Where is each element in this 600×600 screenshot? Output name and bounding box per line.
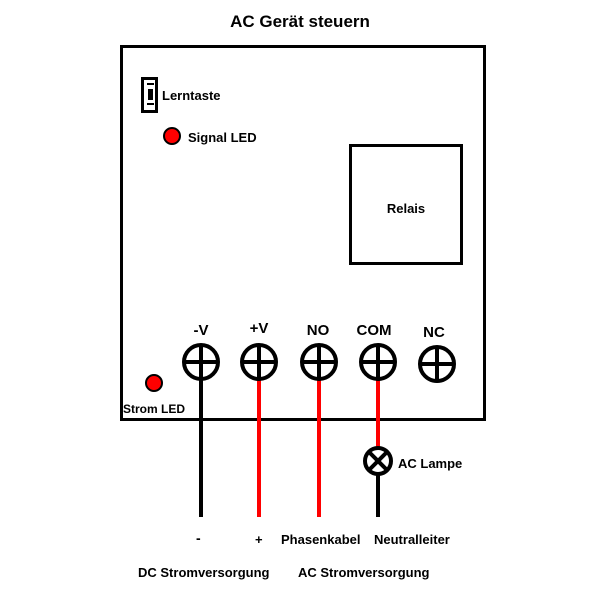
lamp-icon <box>363 446 393 476</box>
relay-box <box>349 144 463 265</box>
wire-end-plus: + <box>255 532 263 547</box>
power-led-icon <box>145 374 163 392</box>
terminal-screw-minus-v-icon <box>182 343 220 381</box>
power-led-label: Strom LED <box>123 402 186 416</box>
terminal-label-no: NO <box>306 322 330 339</box>
wire-end-neutral: Neutralleiter <box>374 532 450 547</box>
diagram-title: AC Gerät steuern <box>230 12 370 31</box>
terminal-screw-no-icon <box>300 343 338 381</box>
signal-led-icon <box>163 127 181 145</box>
wire-end-phase: Phasenkabel <box>281 532 361 547</box>
lamp-label: AC Lampe <box>398 456 463 471</box>
ac-supply-label: AC Stromversorgung <box>298 565 430 580</box>
terminal-screw-plus-v-icon <box>240 343 278 381</box>
terminal-label-plus-v: +V <box>249 320 269 337</box>
terminal-screw-nc-icon <box>418 345 456 383</box>
receiver-board <box>120 45 486 421</box>
terminal-screw-com-icon <box>359 343 397 381</box>
learn-button-label: Lerntaste <box>162 88 221 103</box>
dc-supply-label: DC Stromversorgung <box>138 565 270 580</box>
terminal-label-com: COM <box>356 322 392 339</box>
terminal-label-minus-v: -V <box>193 322 209 339</box>
terminal-label-nc: NC <box>423 324 445 341</box>
relay-label: Relais <box>386 201 426 216</box>
wire-end-minus: - <box>196 530 201 546</box>
learn-button-icon <box>141 77 158 113</box>
signal-led-label: Signal LED <box>188 130 257 145</box>
